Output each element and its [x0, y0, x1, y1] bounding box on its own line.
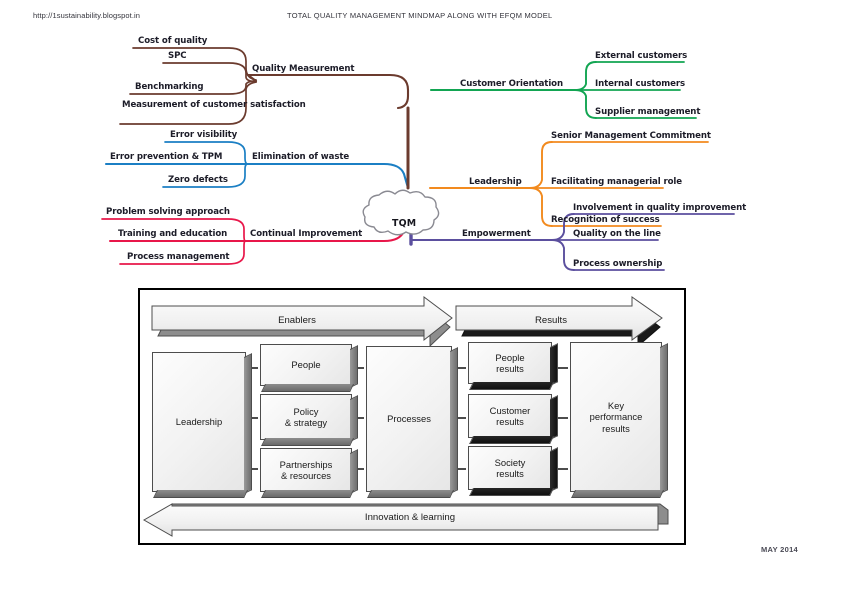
mindmap-node-senior-management-commitment[interactable]: Senior Management Commitment — [551, 131, 711, 141]
efqm-box-processes-label: Processes — [387, 413, 431, 425]
efqm-innovation-arrow — [142, 503, 669, 537]
footer-date: MAY 2014 — [761, 545, 799, 554]
tqm-cloud-shape — [362, 189, 440, 236]
mindmap-branch-quality-measurement[interactable]: Quality Measurement — [252, 64, 355, 74]
tqm-center-label: TQM — [392, 218, 417, 229]
connector-customer-results-key — [554, 417, 568, 419]
efqm-box-partnerships-resources[interactable]: Partnerships & resources — [260, 448, 358, 498]
connector-society-results-key — [554, 468, 568, 470]
mindmap-branch-elimination-of-waste[interactable]: Elimination of waste — [252, 152, 350, 162]
efqm-box-people-label: People — [291, 359, 321, 371]
mindmap-node-measurement-of-customer-satisfaction[interactable]: Measurement of customer satisfaction — [122, 100, 306, 112]
page-title: TOTAL QUALITY MANAGEMENT MINDMAP ALONG W… — [287, 11, 553, 20]
efqm-box-partnerships-resources-label: Partnerships & resources — [279, 458, 333, 482]
mindmap-node-facilitating-managerial-role[interactable]: Facilitating managerial role — [551, 177, 683, 187]
mindmap-node-line-1: Measurement of customer satisfaction — [122, 100, 306, 110]
efqm-box-people[interactable]: People — [260, 344, 358, 392]
mindmap-node-problem-solving-approach[interactable]: Problem solving approach — [106, 207, 230, 217]
efqm-box-leadership-label: Leadership — [175, 416, 223, 428]
mindmap-node-quality-on-the-line[interactable]: Quality on the line — [573, 229, 661, 239]
mindmap-branch-empowerment[interactable]: Empowerment — [462, 229, 531, 239]
efqm-box-leadership[interactable]: Leadership — [152, 352, 252, 498]
efqm-box-people-results[interactable]: People results — [468, 342, 558, 390]
efqm-top-arrows — [151, 296, 663, 348]
mindmap-node-internal-customers[interactable]: Internal customers — [595, 79, 686, 89]
connector-processes-society-results — [452, 468, 466, 470]
efqm-box-customer-results[interactable]: Customer results — [468, 394, 558, 444]
mindmap-node-process-management[interactable]: Process management — [127, 252, 230, 262]
mindmap-node-training-and-education[interactable]: Training and education — [118, 229, 228, 239]
connector-people-results-key — [554, 367, 568, 369]
mindmap-node-supplier-management[interactable]: Supplier management — [595, 107, 701, 117]
mindmap-node-zero-defects[interactable]: Zero defects — [168, 175, 228, 185]
mindmap-node-external-customers[interactable]: External customers — [595, 51, 688, 61]
mindmap-branch-continual-improvement[interactable]: Continual Improvement — [250, 229, 363, 239]
mindmap-node-error-visibility[interactable]: Error visibility — [170, 130, 238, 140]
efqm-box-key-performance-results-label: Key performance results — [589, 399, 643, 434]
efqm-box-customer-results-label: Customer results — [489, 404, 531, 428]
mindmap-node-process-ownership[interactable]: Process ownership — [573, 259, 663, 269]
mindmap-node-involvement-in-quality-improvement[interactable]: Involvement in quality improvement — [573, 203, 747, 213]
efqm-box-policy-strategy[interactable]: Policy & strategy — [260, 394, 358, 446]
mindmap-node-benchmarking[interactable]: Benchmarking — [135, 82, 204, 92]
mindmap-node-error-prevention-tpm[interactable]: Error prevention & TPM — [110, 152, 223, 162]
mindmap-connectors — [101, 47, 735, 271]
efqm-box-society-results-label: Society results — [494, 456, 526, 480]
efqm-box-society-results[interactable]: Society results — [468, 446, 558, 496]
efqm-model-diagram: Enablers Results Leadership People Polic… — [138, 288, 686, 545]
efqm-box-key-performance-results[interactable]: Key performance results — [570, 342, 668, 498]
mindmap-node-recognition-of-success[interactable]: Recognition of success — [551, 215, 660, 225]
connector-processes-customer-results — [452, 417, 466, 419]
mindmap-node-cost-of-quality[interactable]: Cost of quality — [138, 36, 208, 46]
source-url: http://1sustainability.blogspot.in — [33, 11, 141, 20]
connector-processes-people-results — [452, 367, 466, 369]
mindmap-branch-leadership[interactable]: Leadership — [469, 177, 522, 187]
mindmap-node-spc[interactable]: SPC — [168, 51, 187, 61]
tqm-mindmap: TQM Cost of quality SPC Benchmarking Mea… — [0, 28, 842, 288]
efqm-box-policy-strategy-label: Policy & strategy — [284, 405, 328, 429]
efqm-box-processes[interactable]: Processes — [366, 346, 458, 498]
mindmap-branch-customer-orientation[interactable]: Customer Orientation — [460, 79, 563, 89]
efqm-box-people-results-label: People results — [495, 351, 525, 375]
